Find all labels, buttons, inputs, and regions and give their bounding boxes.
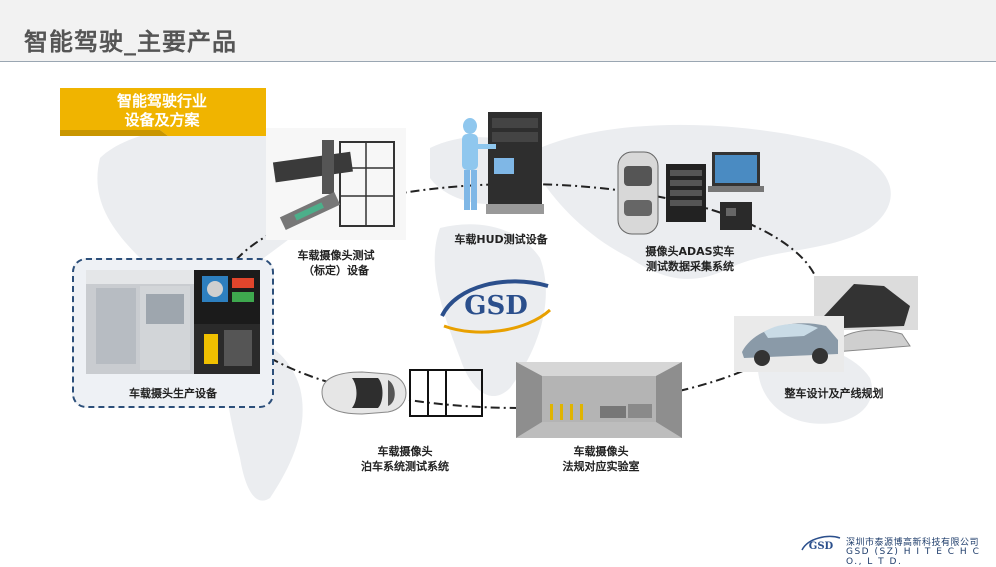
industry-banner bbox=[60, 88, 266, 136]
lab-label-line-1: 车载摄像头 bbox=[573, 445, 629, 458]
vehicle-design-label: 整车设计及产线规划 bbox=[744, 386, 924, 401]
banner-line-2: 设备及方案 bbox=[124, 111, 200, 129]
banner-line-1: 智能驾驶行业 bbox=[116, 92, 207, 110]
calibration-equipment-label: 车载摄像头测试 （标定）设备 bbox=[266, 248, 406, 278]
regulation-lab-image bbox=[516, 362, 682, 438]
parking-label-line-2: 泊车系统测试系统 bbox=[361, 460, 449, 473]
title-bar bbox=[0, 0, 996, 62]
hud-equipment-image bbox=[456, 108, 546, 220]
regulation-lab-label: 车载摄像头 法规对应实验室 bbox=[526, 444, 676, 474]
gsd-center-logo-text: GSD bbox=[464, 291, 528, 321]
industry-banner-text: 智能驾驶行业 设备及方案 bbox=[62, 92, 262, 130]
adas-system-label: 摄像头ADAS实车 测试数据采集系统 bbox=[610, 244, 770, 274]
parking-label-line-1: 车载摄像头 bbox=[377, 445, 433, 458]
hud-equipment-label: 车载HUD测试设备 bbox=[436, 232, 566, 247]
calibration-equipment-image bbox=[266, 128, 406, 240]
adas-label-line-1: 摄像头ADAS实车 bbox=[645, 245, 735, 258]
gsd-footer-logo: GSD bbox=[801, 535, 841, 552]
vehicle-label-line-1: 整车设计及产线规划 bbox=[784, 387, 884, 400]
adas-label-line-2: 测试数据采集系统 bbox=[646, 260, 734, 273]
gsd-center-logo: GSD bbox=[440, 279, 552, 334]
page-title: 智能驾驶_主要产品 bbox=[24, 28, 237, 56]
company-name-en: GSD (SZ) H I T E C H C O., L T D. bbox=[846, 547, 981, 567]
gsd-footer-logo-text: GSD bbox=[809, 541, 834, 552]
parking-system-label: 车载摄像头 泊车系统测试系统 bbox=[330, 444, 480, 474]
calibration-label-line-1: 车载摄像头测试 bbox=[297, 249, 375, 262]
production-equipment-label: 车载摄头生产设备 bbox=[86, 386, 260, 401]
company-name-cn: 深圳市泰源博高新科技有限公司 bbox=[846, 538, 980, 548]
adas-system-image bbox=[614, 150, 770, 236]
parking-system-image bbox=[318, 366, 486, 420]
hud-label-line-1: 车载HUD测试设备 bbox=[454, 233, 548, 246]
vehicle-design-image bbox=[734, 276, 920, 372]
production-equipment-image bbox=[86, 270, 260, 374]
lab-label-line-2: 法规对应实验室 bbox=[562, 460, 640, 473]
production-label-line-1: 车载摄头生产设备 bbox=[129, 387, 217, 400]
calibration-label-line-2: （标定）设备 bbox=[303, 264, 369, 277]
title-divider bbox=[0, 61, 996, 62]
